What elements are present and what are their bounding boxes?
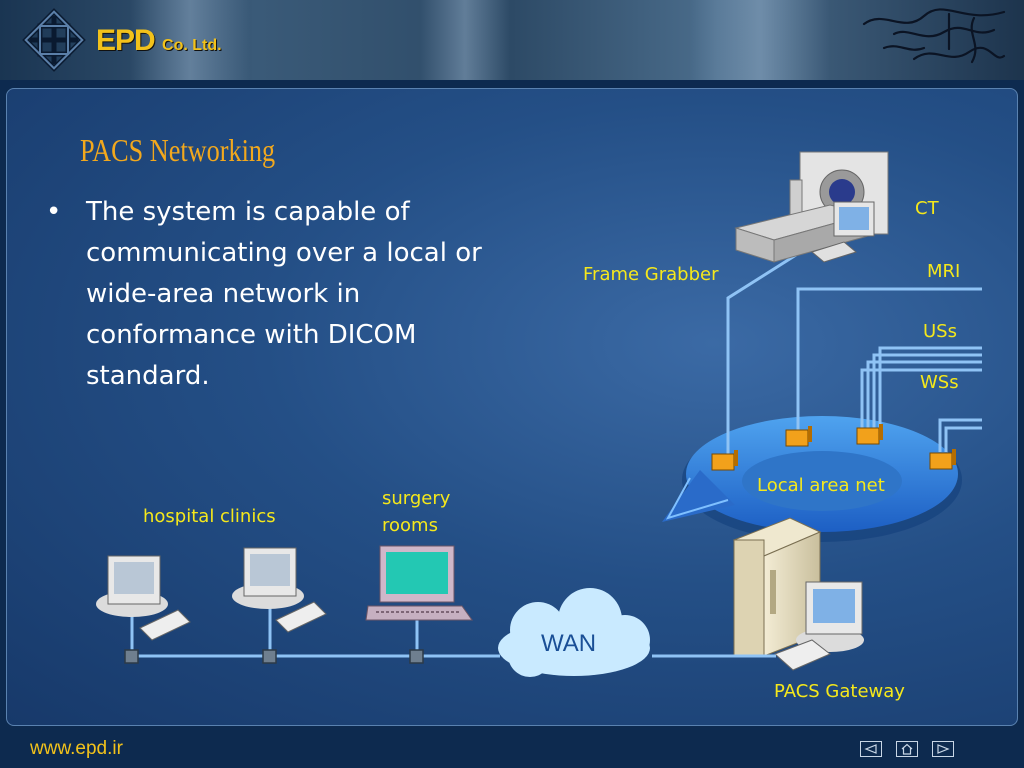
header-shine xyxy=(420,0,510,80)
wan-node xyxy=(409,649,424,664)
logo-mark-icon xyxy=(22,8,86,72)
brand-text: EPD xyxy=(96,24,156,57)
wan-node xyxy=(124,649,139,664)
ring-connector xyxy=(785,426,812,447)
signature-icon xyxy=(862,8,1006,64)
prev-slide-button[interactable] xyxy=(860,741,882,757)
clinic-workstation xyxy=(232,547,327,633)
brand-name: EPD Co. Ltd. xyxy=(96,24,222,58)
label-frame-grabber: Frame Grabber xyxy=(583,264,719,285)
lan-feeder-lines xyxy=(726,253,982,455)
prev-slide-icon xyxy=(864,744,877,754)
surgery-room-terminal xyxy=(365,545,473,621)
next-slide-button[interactable] xyxy=(932,741,954,757)
label-uss: USs xyxy=(923,321,957,342)
home-icon xyxy=(901,743,913,755)
next-slide-icon xyxy=(937,744,950,754)
bullet-item: • The system is capable of communicating… xyxy=(46,192,516,397)
footer-url[interactable]: www.epd.ir xyxy=(30,738,123,759)
ring-connector xyxy=(711,450,738,471)
header-shine xyxy=(690,0,830,80)
label-ct: CT xyxy=(915,198,939,219)
local-area-net-ring xyxy=(662,416,962,542)
ct-scanner xyxy=(734,151,889,263)
label-surgery-rooms-line2: rooms xyxy=(382,515,438,536)
ring-connector xyxy=(929,449,956,470)
header-band: EPD Co. Ltd. xyxy=(0,0,1024,80)
wan-cloud xyxy=(498,588,650,677)
home-button[interactable] xyxy=(896,741,918,757)
label-pacs-gateway: PACS Gateway xyxy=(774,681,905,702)
label-hospital-clinics: hospital clinics xyxy=(143,506,276,527)
label-mri: MRI xyxy=(927,261,961,282)
label-wan: WAN xyxy=(541,630,597,657)
label-wss: WSs xyxy=(920,372,959,393)
brand-suffix: Co. Ltd. xyxy=(162,37,222,54)
header-shine xyxy=(130,0,250,80)
bullet-dot: • xyxy=(46,197,62,227)
wan-nodes xyxy=(124,649,424,664)
ring-connectors xyxy=(711,424,956,471)
label-surgery-rooms-line1: surgery xyxy=(382,488,451,509)
slide-title: PACS Networking xyxy=(80,132,276,168)
ring-connector xyxy=(856,424,883,445)
bullet-text: The system is capable of communicating o… xyxy=(86,197,482,391)
clinic-workstation xyxy=(96,555,191,641)
pacs-gateway-workstation xyxy=(774,581,864,671)
wan-node xyxy=(262,649,277,664)
label-local-area-net: Local area net xyxy=(757,475,885,496)
